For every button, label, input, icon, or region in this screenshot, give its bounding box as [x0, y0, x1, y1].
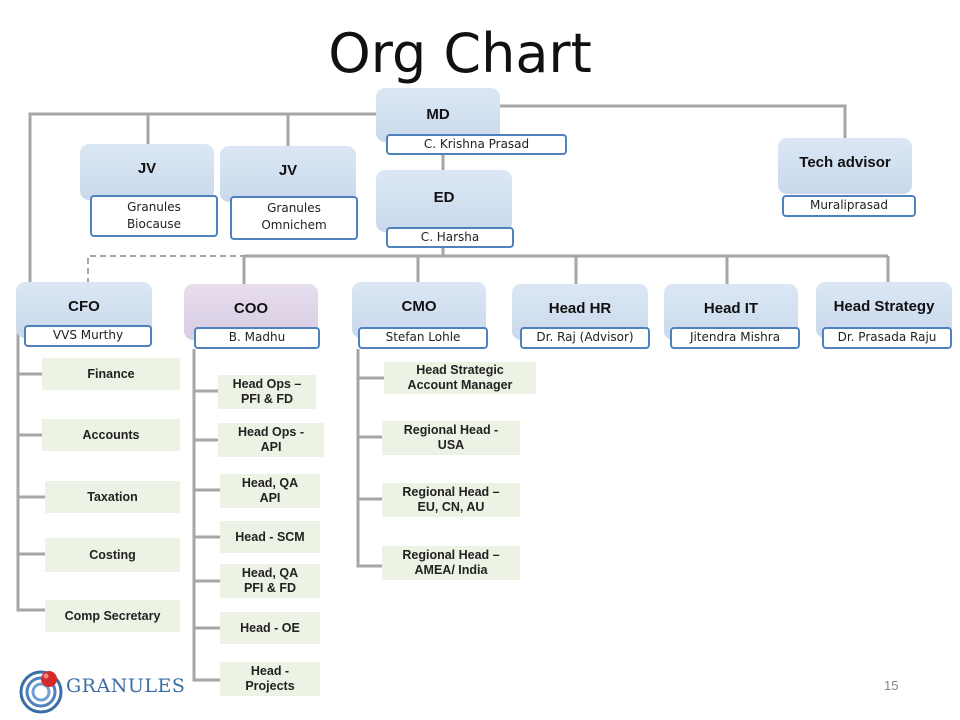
- cmo-sub-regional-head-usa: Regional Head - USA: [382, 421, 520, 455]
- coo-sub-head-qa-api: Head, QA API: [220, 474, 320, 508]
- tech-advisor-box: Tech advisor: [778, 138, 912, 194]
- md-name: C. Krishna Prasad: [386, 134, 567, 155]
- ed-role: ED: [433, 188, 455, 206]
- granules-logo-icon: [19, 670, 63, 714]
- coo-sub-head-oe: Head - OE: [220, 612, 320, 644]
- cmo-role: CMO: [401, 297, 437, 315]
- cmo-sub-regional-head-amea-india: Regional Head – AMEA/ India: [382, 546, 520, 580]
- head-strategy-role: Head Strategy: [833, 297, 935, 315]
- jv-name-omnichem: Granules Omnichem: [230, 196, 358, 240]
- cfo-name: VVS Murthy: [24, 325, 152, 347]
- jv-role-omnichem: JV: [278, 161, 298, 179]
- cfo-sub-finance: Finance: [42, 358, 180, 390]
- head-it-role: Head IT: [703, 299, 759, 317]
- ed-name: C. Harsha: [386, 227, 514, 248]
- cmo-sub-regional-head-eu-cn-au: Regional Head – EU, CN, AU: [382, 483, 520, 517]
- head-hr-name: Dr. Raj (Advisor): [520, 327, 650, 349]
- cmo-name: Stefan Lohle: [358, 327, 488, 349]
- coo-sub-head-projects: Head - Projects: [220, 662, 320, 696]
- page-number: 15: [884, 678, 899, 693]
- md-role: MD: [426, 106, 450, 123]
- coo-sub-head-qa-pfi-fd: Head, QA PFI & FD: [220, 564, 320, 598]
- md-box: MD: [376, 88, 500, 142]
- page-title: Org Chart: [328, 22, 592, 85]
- cfo-sub-comp-secretary: Comp Secretary: [45, 600, 180, 632]
- tech-advisor-role: Tech advisor: [799, 153, 891, 171]
- coo-sub-head-ops-api: Head Ops - API: [218, 423, 324, 457]
- head-hr-role: Head HR: [548, 299, 612, 317]
- head-strategy-name: Dr. Prasada Raju: [822, 327, 952, 349]
- jv-role-biocause: JV: [137, 159, 157, 177]
- cfo-sub-accounts: Accounts: [42, 419, 180, 451]
- jv-box-omnichem: JV: [220, 146, 356, 202]
- cfo-sub-taxation: Taxation: [45, 481, 180, 513]
- tech-advisor-name: Muraliprasad: [782, 195, 916, 217]
- cmo-sub-head-strategic-account-manager: Head Strategic Account Manager: [384, 362, 536, 394]
- coo-sub-head-scm: Head - SCM: [220, 521, 320, 553]
- logo-text: GRANULES: [66, 675, 186, 697]
- head-it-name: Jitendra Mishra: [670, 327, 800, 349]
- ed-box: ED: [376, 170, 512, 232]
- jv-box-biocause: JV: [80, 144, 214, 200]
- jv-name-biocause: Granules Biocause: [90, 195, 218, 237]
- coo-name: B. Madhu: [194, 327, 320, 349]
- coo-sub-head-ops-pfi-fd: Head Ops – PFI & FD: [218, 375, 316, 409]
- coo-role: COO: [233, 299, 269, 317]
- cfo-role: CFO: [68, 297, 100, 315]
- cfo-sub-costing: Costing: [45, 538, 180, 572]
